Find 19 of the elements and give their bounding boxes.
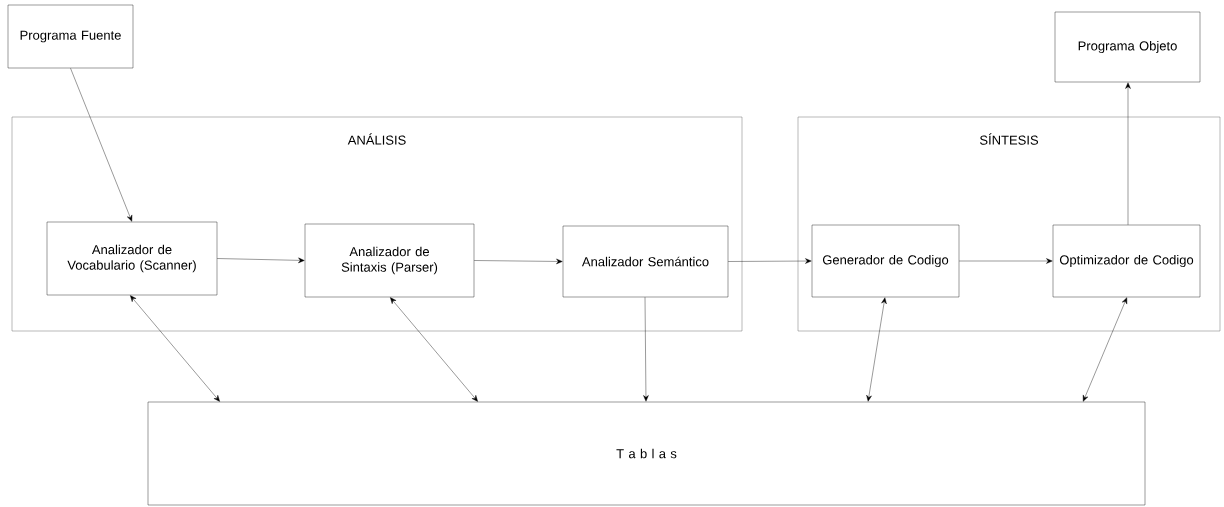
- arrow: [217, 257, 305, 264]
- arrow: [1082, 297, 1128, 402]
- arrow: [1125, 82, 1131, 225]
- process-box: Programa Fuente: [7, 4, 134, 69]
- process-box: Analizador de Sintaxis (Parser): [304, 223, 475, 298]
- arrow: [474, 258, 563, 265]
- arrow: [643, 297, 649, 402]
- arrow: [866, 297, 887, 402]
- process-box: Analizador de Vocabulario (Scanner): [46, 221, 218, 296]
- arrow: [130, 295, 220, 402]
- process-box: Generador de Codigo: [811, 224, 960, 298]
- table-box: T a b l a s: [147, 401, 1146, 506]
- process-box: Optimizador de Codigo: [1052, 224, 1201, 298]
- arrow: [70, 68, 133, 222]
- process-box: Analizador Semántico: [562, 225, 729, 298]
- arrow: [959, 258, 1053, 264]
- arrow: [390, 297, 478, 402]
- process-box: Programa Objeto: [1054, 11, 1201, 83]
- arrow: [728, 258, 812, 264]
